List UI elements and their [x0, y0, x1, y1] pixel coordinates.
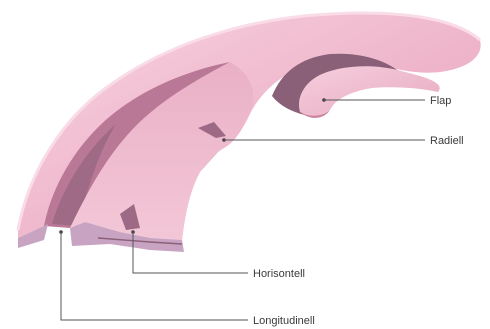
label-longitudinell: Longitudinell [253, 315, 315, 327]
label-flap: Flap [430, 95, 451, 107]
label-radiell: Radiell [430, 135, 464, 147]
leader-radiell [222, 138, 425, 142]
label-horisontell: Horisontell [253, 268, 305, 280]
